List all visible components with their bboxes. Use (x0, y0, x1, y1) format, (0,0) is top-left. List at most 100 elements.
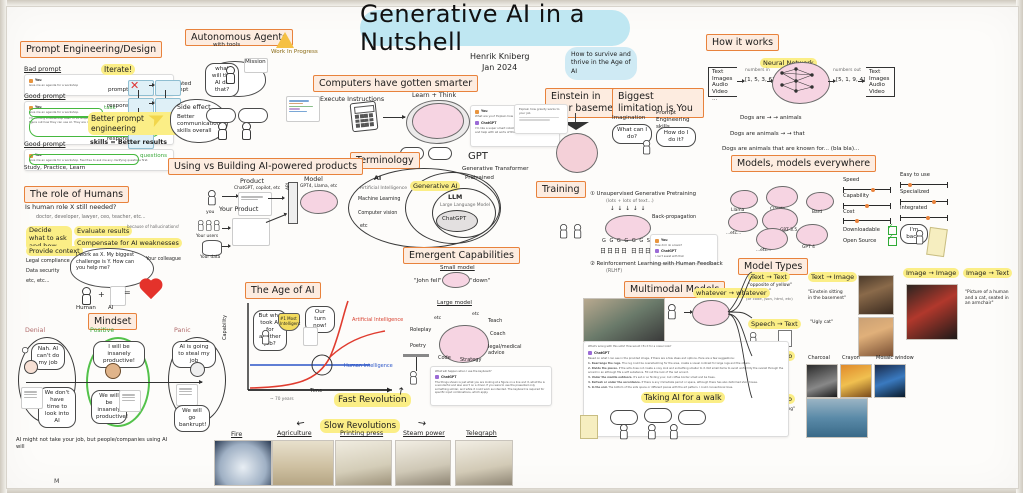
mindset-denial-label: Denial (25, 327, 46, 334)
age-device-icon (303, 327, 318, 346)
better-prompt-banner: Better prompt engineering (88, 112, 190, 135)
panic-company-bubble: We will go bankrupt! (174, 405, 210, 432)
model-blob-claude (766, 186, 798, 208)
trainer-body-1 (560, 229, 568, 239)
venn-ai-item-0: Machine Learning (358, 197, 401, 202)
checkbox-downloadable[interactable] (888, 226, 897, 235)
revolution-label-printing: Printing press (340, 430, 384, 437)
slider-easy-to-use[interactable] (900, 181, 948, 188)
lamp-cord (575, 113, 576, 123)
output-bracket (866, 67, 895, 97)
your-product-label: Your Product (219, 206, 259, 213)
you-label: you (206, 210, 215, 215)
point-evaluate-results: Evaluate results (74, 226, 133, 236)
how-example-1: Dogs are → → animals (740, 115, 802, 121)
gpt-generative: Generative (462, 166, 493, 172)
training-outputs: G G G G G G S (602, 238, 651, 244)
human-role-question: Is human role X still needed? (25, 204, 117, 211)
small-model-input: "John fell" (414, 278, 442, 284)
slider-label-speed: Speed (843, 177, 860, 183)
model-brain (300, 190, 338, 214)
model-blob-gpt35 (762, 208, 798, 232)
small-model-output: "down" (470, 278, 491, 284)
autonomous-agents-sub: with tools (213, 42, 241, 48)
photo-agriculture (272, 440, 334, 486)
revolution-label-fire: Fire (231, 431, 243, 438)
denial-company-bubble: We don't have time to look into AI (38, 387, 76, 428)
flow-conn-1 (138, 90, 139, 98)
hallucination-note: because of hallucinations! (127, 224, 180, 229)
training-step2: ② Reinforcement Learning with Human Feed… (590, 261, 723, 267)
api-label: API (286, 183, 291, 190)
brain-pink (412, 103, 464, 139)
age-x-note: ~ 70 years (270, 397, 294, 402)
checkbox-opensource[interactable] (888, 237, 897, 246)
swing-rope (416, 357, 417, 371)
models-bubble: I'm back! (900, 224, 928, 244)
age-y-axis: Capability (222, 314, 228, 340)
type-text-text-note: (or code, json, html, etc) (746, 296, 793, 301)
good-prompt-label: Good prompt (24, 93, 66, 100)
bad-prompt-label: Bad prompt (24, 66, 62, 73)
slider-label-easy: Easy to use (900, 172, 930, 178)
section-prompt-engineering: Prompt Engineering/Design (20, 41, 163, 58)
slider-cost[interactable] (843, 217, 891, 224)
walk-scroll-icon (580, 415, 598, 439)
walk-bubble-1 (610, 410, 638, 425)
prompt-skills-title: Prompt Engineering skills (656, 110, 690, 130)
fast-revolution-label: Fast Revolution (334, 393, 411, 407)
photo-telegraph (455, 440, 513, 486)
learn-think-label: Learn + Think (412, 92, 457, 99)
your-product-box (232, 218, 270, 246)
agent-flag-label: Mission (245, 59, 266, 65)
large-model-brain (439, 325, 489, 363)
neural-network-blob (772, 62, 830, 104)
person-body-a (218, 129, 227, 140)
slider-integrated[interactable] (900, 214, 948, 221)
gpt-transformer: Transformer (495, 166, 529, 172)
slider-label-specialized: Specialized (900, 189, 930, 195)
venn-llm-label: LLM (448, 194, 463, 201)
annot-task: task (104, 105, 116, 111)
photo-image-to-image (906, 284, 958, 340)
photo-ugly-cat (858, 317, 894, 357)
revolution-label-agriculture: Agriculture (277, 430, 312, 437)
point-etc: etc, etc... (26, 278, 50, 284)
section-emergent: Emergent Capabilities (403, 247, 520, 264)
slider-label-capability: Capability (843, 193, 869, 199)
user-body-3 (214, 224, 220, 231)
type-text-image-example: "Einstein sitting in the basement" (808, 290, 846, 301)
photo-fire (214, 440, 272, 486)
venn-llm (432, 188, 496, 238)
emergent-chat-card: What will happen when I use the keyboard… (430, 366, 552, 406)
input-bracket (708, 67, 737, 97)
swing-beam (403, 354, 429, 357)
model-blob-etc2 (756, 228, 788, 250)
subtitle-bubble: How to survive and thrive in the Age of … (565, 47, 637, 81)
check-label-opensource: Open Source (843, 238, 877, 244)
iterate-label: Iterate! (101, 64, 136, 75)
slider-speed[interactable] (843, 186, 891, 193)
imagination-title: Imagination (612, 115, 646, 121)
gpt-pretrained: Pretrained (465, 175, 494, 181)
gpt-label: GPT (468, 151, 488, 162)
bad-prompt-text: Give me an agenda for a workshop (29, 83, 79, 87)
model-blob-gpt4 (796, 224, 828, 246)
uvb-arrow-2 (268, 195, 285, 201)
prompt-skills-bubble: How do I do it? (656, 127, 696, 147)
type-image-image: Image → Image (903, 268, 960, 278)
side-effect-title: Side effect (177, 104, 211, 111)
photo-mosaic-cat (874, 364, 906, 398)
your-data-label: Your data (200, 255, 221, 260)
model-blob-llama (730, 190, 758, 209)
slider-capability[interactable] (843, 202, 891, 209)
type-speech-text: Speech → Text (748, 319, 801, 329)
photo-darth-vader-surfing (806, 398, 868, 438)
photo-living-room (583, 298, 665, 342)
slider-label-integrated: Integrated (900, 205, 928, 211)
api-box (288, 182, 298, 224)
board-edge-top (0, 0, 1023, 7)
how-arrow-4 (858, 78, 865, 84)
imagination-bubble: What can I do? (612, 124, 652, 144)
slider-specialized[interactable] (900, 198, 948, 205)
